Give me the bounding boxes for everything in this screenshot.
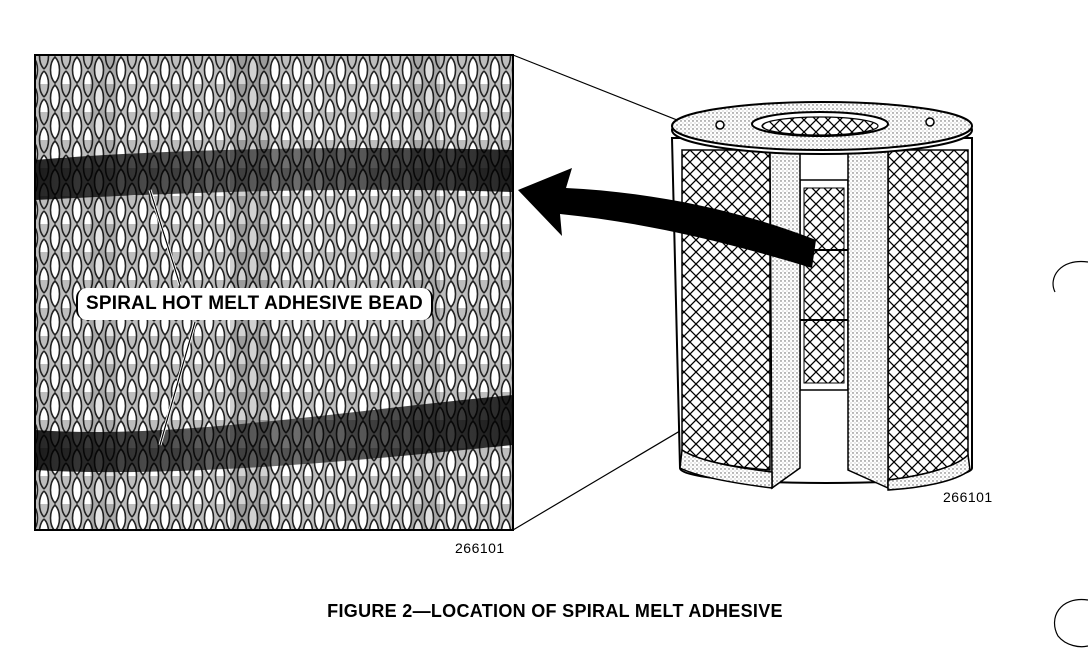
figure-caption: FIGURE 2—LOCATION OF SPIRAL MELT ADHESIV… <box>327 601 783 621</box>
reference-number-left: 266101 <box>455 540 505 556</box>
filter-element-illustration <box>670 101 973 491</box>
adhesive-bead-callout-label: SPIRAL HOT MELT ADHESIVE BEAD <box>76 288 433 320</box>
reference-number-right: 266101 <box>943 489 993 505</box>
arrow-curved-left-icon <box>518 168 816 268</box>
binder-hole-mark-top <box>1052 260 1088 293</box>
binder-hole-mark-bottom <box>1053 598 1088 648</box>
